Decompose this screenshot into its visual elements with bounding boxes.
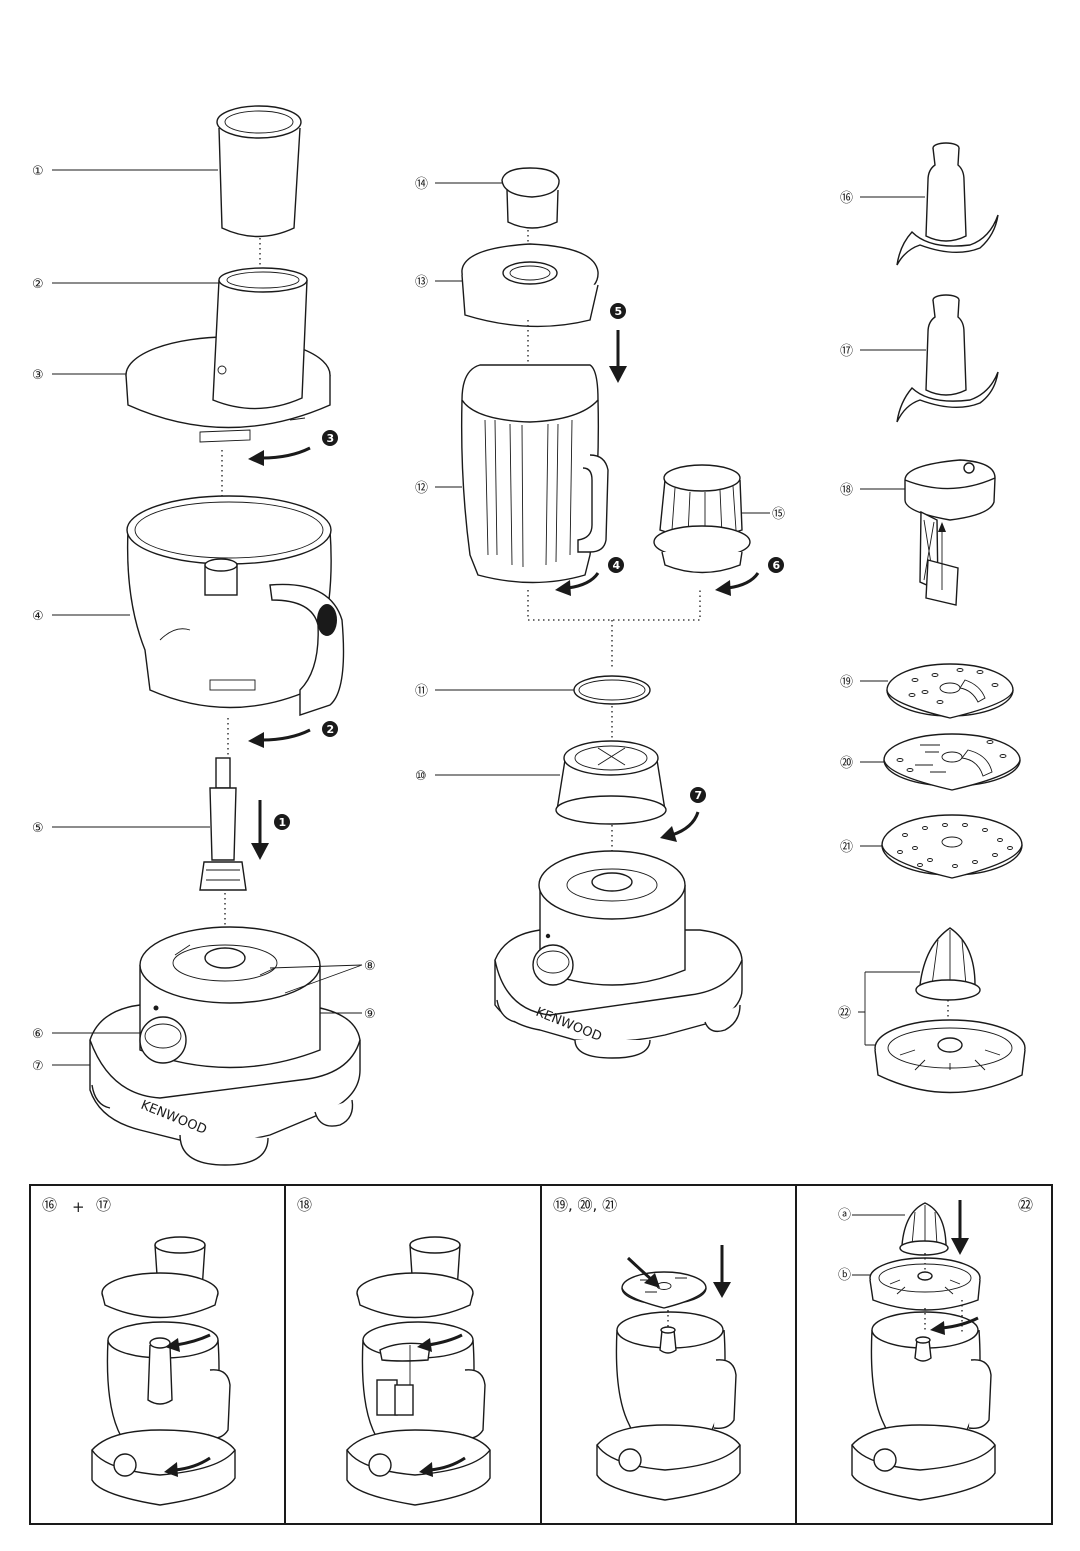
mill-part xyxy=(653,464,751,574)
part-label-22: ㉒ xyxy=(838,1006,851,1021)
part-label-19: ⑲ xyxy=(840,675,853,690)
part-label-18: ⑱ xyxy=(840,483,853,498)
panel1-plus: + xyxy=(72,1198,85,1216)
panel1-illustration xyxy=(91,1236,236,1506)
motor-base-part: KENWOOD xyxy=(89,926,361,1166)
part-label-5: ⑤ xyxy=(32,821,44,836)
panel-dividers xyxy=(284,1185,797,1524)
blender-assembly: KENWOOD xyxy=(460,167,751,1059)
bowl-part xyxy=(126,495,345,716)
filler-cap-part xyxy=(501,167,560,229)
part-label-14: ⑭ xyxy=(415,177,428,192)
leader-lines xyxy=(52,169,926,1066)
large-pusher-part xyxy=(212,267,308,410)
grating-disc-part xyxy=(881,814,1023,879)
panel4-part-b: ⓑ xyxy=(838,1268,851,1283)
panel3-title: ⑲, ⑳, ㉑ xyxy=(553,1196,617,1214)
slicing-disc-part xyxy=(886,663,1014,719)
blender-goblet-part xyxy=(460,364,609,584)
drive-shaft-part xyxy=(199,757,247,891)
part-label-20: ⑳ xyxy=(840,756,853,771)
panel2-title: ⑱ xyxy=(297,1196,312,1214)
step-3-badge: 3 xyxy=(327,432,335,445)
citrus-juicer-part xyxy=(874,927,1026,1094)
shredding-disc-part xyxy=(883,733,1021,791)
part-label-8: ⑧ xyxy=(364,959,376,974)
blade-unit-part xyxy=(555,740,667,825)
part-label-10: ⑩ xyxy=(415,769,427,784)
knife-blade-part xyxy=(896,294,999,423)
sealing-ring-part xyxy=(573,675,651,705)
blender-lid-part xyxy=(461,243,599,328)
usage-panels: ⑯ + ⑰ ⑱ ⑲, ⑳, ㉑ ㉒ ⓐ ⓑ xyxy=(29,1184,1053,1525)
food-processor-assembly: KENWOOD xyxy=(89,105,361,1166)
part-label-16: ⑯ xyxy=(840,191,853,206)
part-label-2: ② xyxy=(32,277,44,292)
part-label-6: ⑥ xyxy=(32,1027,44,1042)
panel3-illustration xyxy=(596,1245,741,1501)
step-5-badge: 5 xyxy=(615,305,623,318)
panel4-illustration xyxy=(851,1200,996,1501)
part-label-4: ④ xyxy=(32,609,44,624)
part-label-15: ⑮ xyxy=(772,507,785,522)
accessories-column xyxy=(874,142,1026,1094)
whisk-part xyxy=(904,459,996,606)
chopping-blade-part xyxy=(896,142,999,266)
part-label-3: ③ xyxy=(32,368,44,383)
part-label-1: ① xyxy=(32,164,44,179)
part-label-7: ⑦ xyxy=(32,1059,44,1074)
panel2-illustration xyxy=(346,1236,491,1506)
panel1-title-b: ⑰ xyxy=(96,1196,111,1214)
part-labels: ① ② ③ ④ ⑤ ⑥ ⑦ ⑧ ⑨ ⑩ ⑪ ⑫ ⑬ ⑭ ⑮ ⑯ ⑰ ⑱ ⑲ ⑳ … xyxy=(32,164,853,1074)
part-label-12: ⑫ xyxy=(415,481,428,496)
part-label-9: ⑨ xyxy=(364,1007,376,1022)
part-label-13: ⑬ xyxy=(415,275,428,290)
step-4-badge: 4 xyxy=(613,559,621,572)
part-label-11: ⑪ xyxy=(415,684,428,699)
step-6-badge: 6 xyxy=(773,559,781,572)
panel4-title: ㉒ xyxy=(1018,1196,1033,1214)
blender-motor-base-part: KENWOOD xyxy=(494,850,743,1059)
assembly-arrows: 1 2 3 4 5 6 7 xyxy=(248,303,784,860)
small-pusher-part xyxy=(216,105,302,238)
step-7-badge: 7 xyxy=(695,789,703,802)
step-2-badge: 2 xyxy=(327,723,335,736)
part-label-17: ⑰ xyxy=(840,344,853,359)
panel4-part-a: ⓐ xyxy=(838,1208,851,1223)
panel1-title-a: ⑯ xyxy=(42,1196,57,1214)
step-1-badge: 1 xyxy=(279,816,287,829)
part-label-21: ㉑ xyxy=(840,840,853,855)
